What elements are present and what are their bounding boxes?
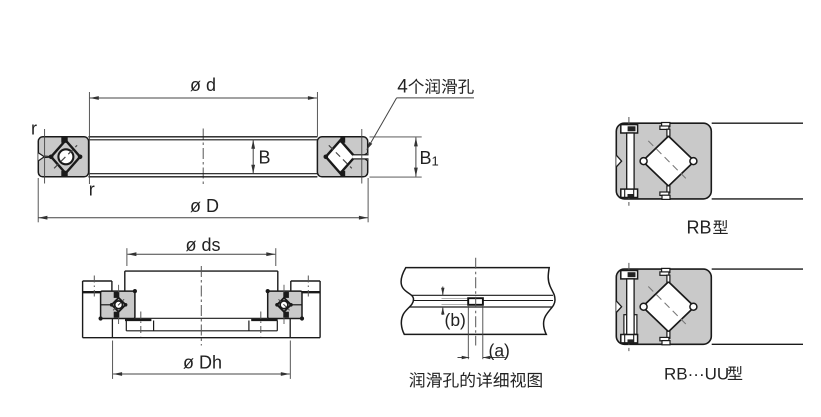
svg-text:B: B — [259, 147, 271, 167]
svg-text:ø ds: ø ds — [186, 235, 221, 255]
svg-text:r: r — [31, 119, 37, 139]
svg-text:ø d: ø d — [190, 75, 216, 95]
svg-text:(a): (a) — [489, 341, 510, 361]
svg-text:4: 4 — [397, 77, 408, 98]
svg-text:r: r — [89, 180, 95, 200]
svg-text:B1: B1 — [420, 148, 439, 169]
svg-text:RB: RB — [687, 217, 712, 237]
svg-text:(b): (b) — [445, 310, 466, 330]
svg-text:ø D: ø D — [190, 196, 219, 216]
svg-text:RB···UU: RB···UU — [664, 364, 729, 383]
svg-text:ø Dh: ø Dh — [183, 352, 222, 372]
